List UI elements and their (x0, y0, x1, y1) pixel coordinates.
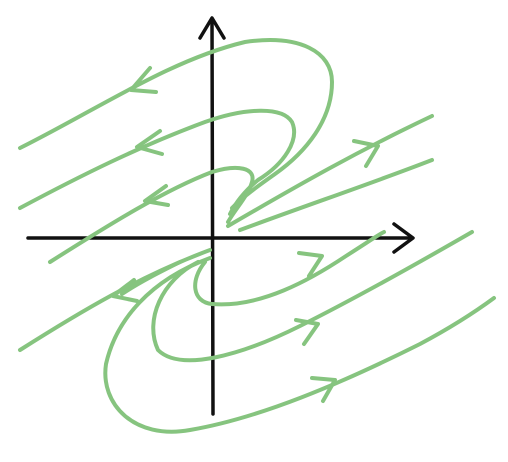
trajectory-lower-outer-loop (103, 256, 496, 434)
trajectory-lower-inner-loop (193, 230, 386, 307)
trajectory-arrowhead (294, 318, 320, 346)
y-axis (210, 18, 215, 416)
trajectory-arrowhead (111, 278, 139, 303)
trajectory-arrowhead (352, 139, 380, 168)
trajectory-lower-left-line (120, 260, 182, 296)
y-axis-arrowhead (198, 16, 226, 40)
x-axis-arrowhead (392, 222, 415, 254)
trajectory-arrowhead (129, 66, 158, 94)
trajectory-lower-right-line (238, 158, 434, 232)
trajectory-upper-right-line (226, 114, 434, 228)
trajectory-arrowhead (310, 376, 337, 403)
trajectory-upper-middle-loop (18, 108, 296, 216)
trajectory-upper-inner-loop (48, 165, 255, 264)
trajectory-arrowhead (135, 129, 164, 156)
trajectory-arrowhead (143, 184, 170, 207)
trajectory-lower-middle-loop (151, 230, 474, 363)
trajectories (18, 38, 496, 434)
trajectory-arrowhead (297, 251, 324, 278)
